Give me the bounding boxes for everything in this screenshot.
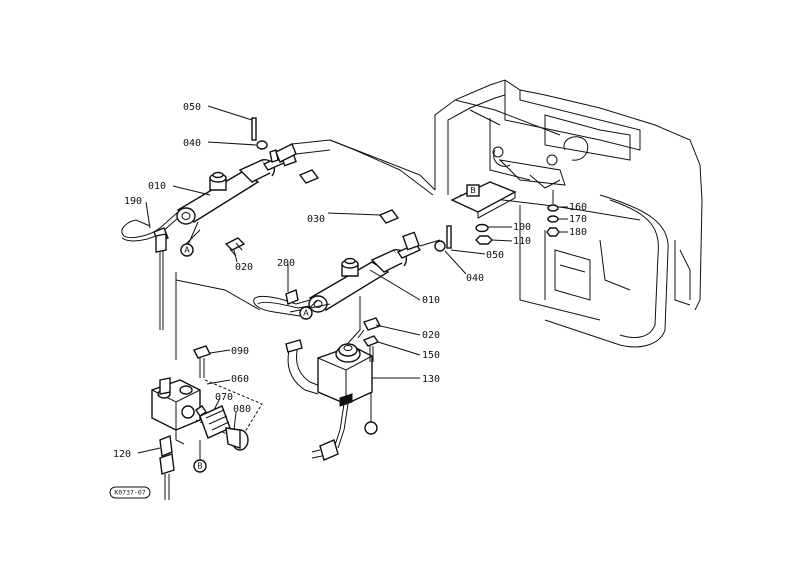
label-050-upper: 050 — [183, 102, 201, 113]
label-100: 100 — [513, 222, 531, 233]
label-040-lower: 040 — [466, 273, 484, 284]
fitting-120 — [159, 435, 175, 500]
label-010-lower: 010 — [422, 295, 440, 306]
label-020-lower: 020 — [422, 330, 440, 341]
marker-b-lower: B — [197, 462, 203, 471]
label-130: 130 — [422, 374, 440, 385]
frame-lines — [329, 139, 436, 191]
label-060: 060 — [231, 374, 249, 385]
label-180: 180 — [569, 227, 587, 238]
label-070: 070 — [215, 392, 233, 403]
label-170: 170 — [569, 214, 587, 225]
pipe-190 — [121, 211, 179, 330]
valve-block — [151, 377, 201, 445]
reference-lines — [175, 229, 361, 360]
washer-040-upper — [256, 140, 268, 150]
label-080: 080 — [233, 404, 251, 415]
clevis-upper — [275, 139, 434, 196]
blank-circle-marker — [364, 392, 378, 435]
label-200: 200 — [277, 258, 295, 269]
master-cylinder-upper — [176, 147, 297, 225]
washer-100 — [475, 223, 489, 233]
label-050-lower: 050 — [486, 250, 504, 261]
label-020-upper: 020 — [235, 262, 253, 273]
label-030: 030 — [307, 214, 325, 225]
bolt-030 — [298, 169, 400, 224]
marker-b-lower-group: B — [193, 440, 207, 473]
reservoir-130 — [311, 343, 373, 461]
master-cylinder-lower — [308, 231, 441, 313]
pipe-200 — [253, 289, 311, 317]
label-090: 090 — [231, 346, 249, 357]
marker-a-lower-group: A — [299, 306, 313, 320]
stack-160-170-180 — [546, 190, 560, 237]
label-010-upper: 010 — [148, 181, 166, 192]
label-150: 150 — [422, 350, 440, 361]
label-040-upper: 040 — [183, 138, 201, 149]
washer-040-lower — [434, 240, 446, 252]
hose-lower — [285, 339, 321, 395]
pedal-bracket: B — [450, 181, 517, 219]
label-160: 160 — [569, 202, 587, 213]
drawing-code: K0737-07 — [114, 489, 145, 497]
drawing-code-badge: K0737-07 — [109, 486, 151, 499]
pin-050-lower — [446, 225, 452, 249]
label-120: 120 — [113, 449, 131, 460]
marker-a-upper: A — [184, 246, 190, 255]
pin-050-upper — [251, 117, 257, 141]
nut-110 — [475, 235, 493, 245]
bolt-020-lower — [357, 317, 381, 339]
tractor-frame — [434, 79, 703, 348]
bolt-090 — [193, 345, 211, 378]
leader-lines — [137, 105, 568, 454]
marker-a-lower: A — [303, 309, 309, 318]
label-190: 190 — [124, 196, 142, 207]
marker-b-frame: B — [470, 186, 476, 195]
bolt-020-upper — [224, 237, 246, 257]
fitting-060-070-080 — [195, 379, 263, 451]
marker-a-upper-group: A — [180, 221, 199, 257]
label-110: 110 — [513, 236, 531, 247]
